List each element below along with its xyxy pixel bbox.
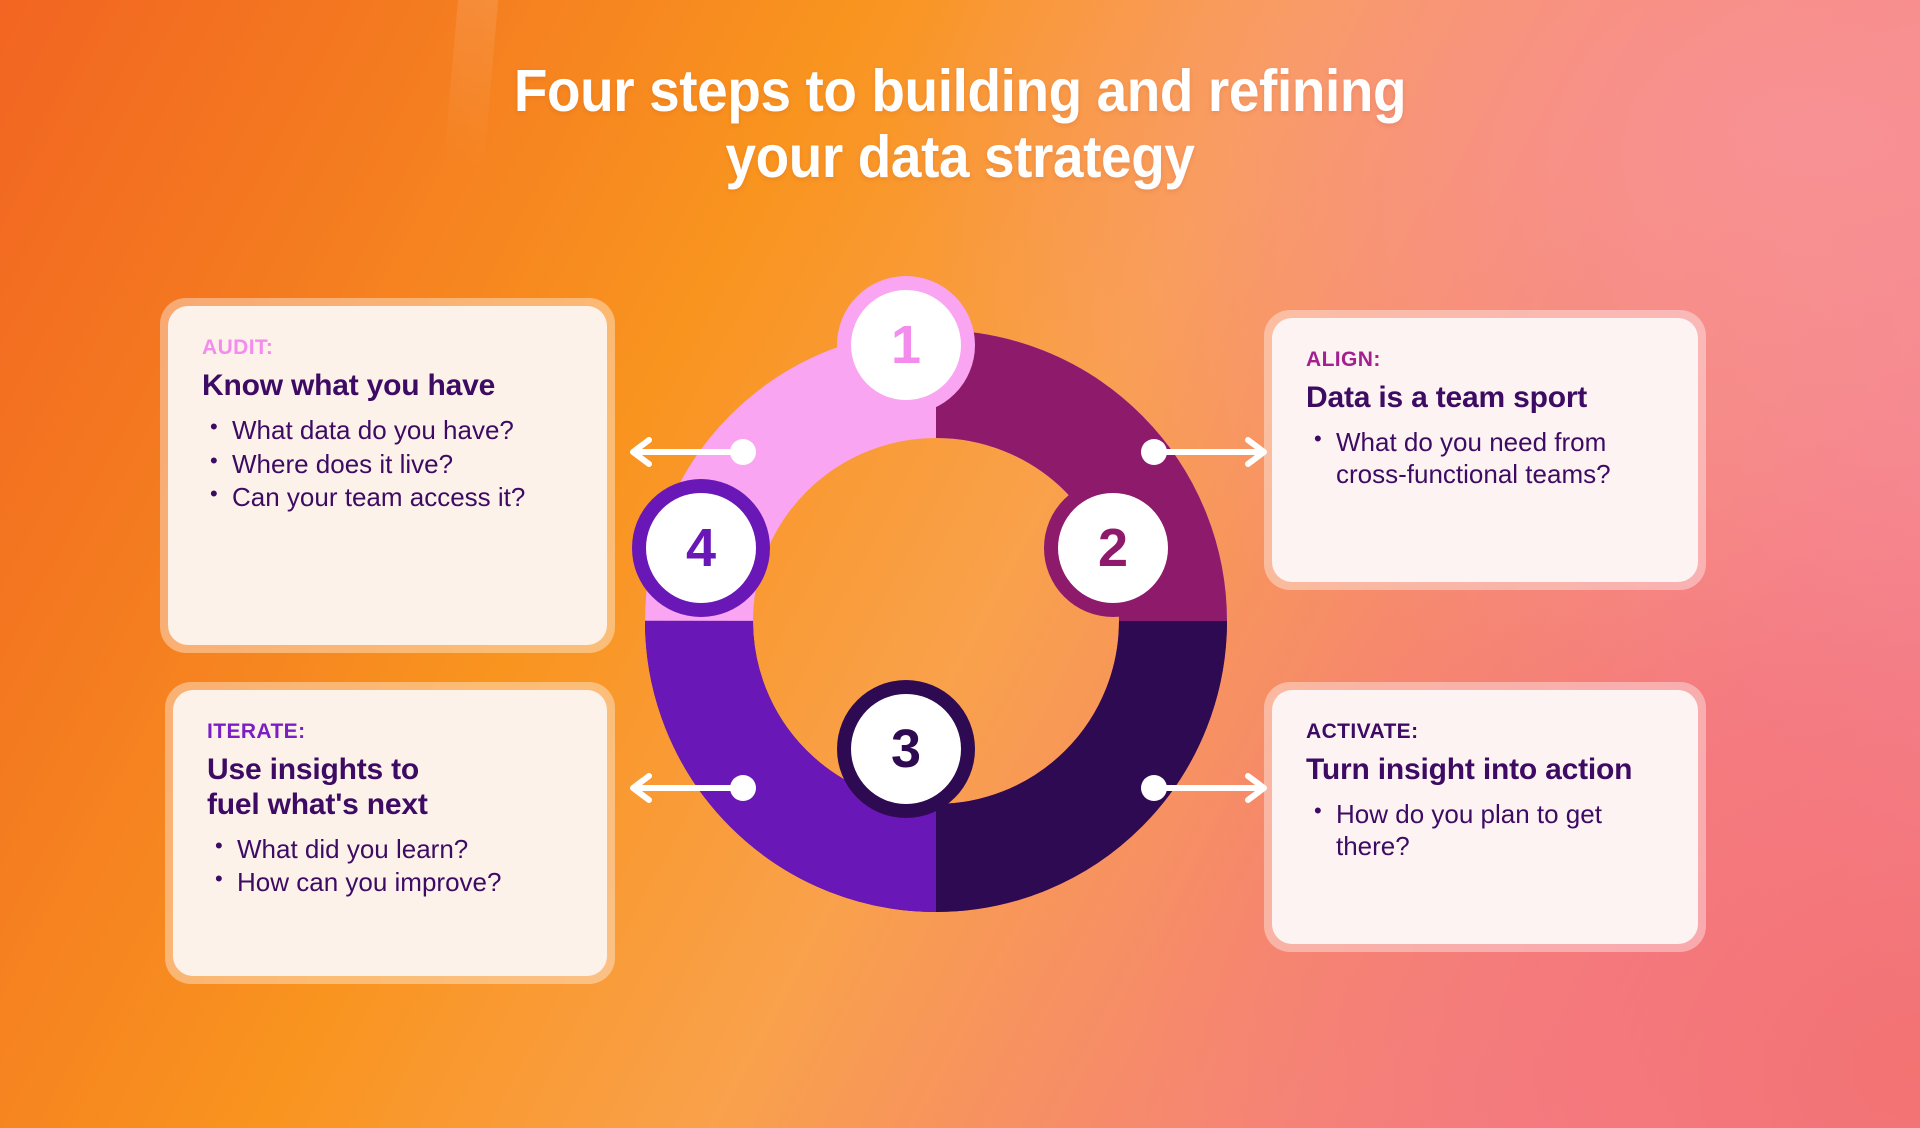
arrow-to-activate-card [1140,772,1270,804]
card-activate-headline: Turn insight into action [1306,753,1633,786]
list-item: Can your team access it? [202,481,573,514]
donut-segment-4 [645,330,937,912]
list-item: What did you learn? [207,833,573,866]
card-align-headline: Data is a team sport [1306,381,1588,414]
arrow-head-icon [630,437,652,467]
arrow-to-iterate-card [627,772,757,804]
card-align-kicker: ALIGN: [1306,348,1381,371]
step-badge-4[interactable]: 4 [646,493,756,603]
card-activate-bullets: How do you plan to get there? [1306,798,1664,862]
donut-cycle-chart: 1 2 3 4 [645,290,1227,913]
step-badge-3[interactable]: 3 [851,694,961,804]
card-activate-kicker: ACTIVATE: [1306,720,1419,743]
step-badge-1[interactable]: 1 [851,290,961,400]
arrow-head-icon [630,773,652,803]
arrow-origin-dot [730,775,756,801]
card-iterate-headline-line-1: Use insights to [207,753,420,786]
list-item: How do you plan to get there? [1306,798,1664,862]
arrow-origin-dot [730,439,756,465]
card-align-body: ALIGN: Data is a team sport What do you … [1272,318,1698,582]
page-title: Four steps to building and refining your… [67,58,1853,190]
page-title-line-1: Four steps to building and refining [513,58,1407,124]
list-item: Where does it live? [202,448,573,481]
list-item: How can you improve? [207,866,573,899]
card-align-bullets: What do you need from cross-functional t… [1306,426,1664,490]
card-iterate-headline: Use insights to fuel what's next [207,753,573,823]
card-align: ALIGN: Data is a team sport What do you … [1264,310,1706,590]
card-iterate-kicker: ITERATE: [207,720,306,743]
card-iterate-headline-line-2: fuel what's next [207,787,428,821]
arrow-to-audit-card [627,436,757,468]
list-item: What data do you have? [202,414,573,447]
card-audit-bullets: What data do you have? Where does it liv… [202,414,573,514]
arrow-origin-dot [1141,439,1167,465]
card-iterate-bullets: What did you learn? How can you improve? [207,833,573,899]
arrow-head-icon [1245,773,1267,803]
step-badge-2[interactable]: 2 [1058,493,1168,603]
card-audit: AUDIT: Know what you have What data do y… [160,298,615,653]
arrow-origin-dot [1141,775,1167,801]
list-item: What do you need from cross-functional t… [1306,426,1664,490]
card-iterate-body: ITERATE: Use insights to fuel what's nex… [173,690,607,976]
card-activate-body: ACTIVATE: Turn insight into action How d… [1272,690,1698,944]
page-title-line-2: your data strategy [725,124,1195,191]
arrow-head-icon [1245,437,1267,467]
card-iterate: ITERATE: Use insights to fuel what's nex… [165,682,615,984]
arrow-to-align-card [1140,436,1270,468]
card-audit-headline: Know what you have [202,369,496,402]
card-audit-body: AUDIT: Know what you have What data do y… [168,306,607,645]
card-activate: ACTIVATE: Turn insight into action How d… [1264,682,1706,952]
card-audit-kicker: AUDIT: [202,336,274,359]
donut-svg [645,329,1227,913]
